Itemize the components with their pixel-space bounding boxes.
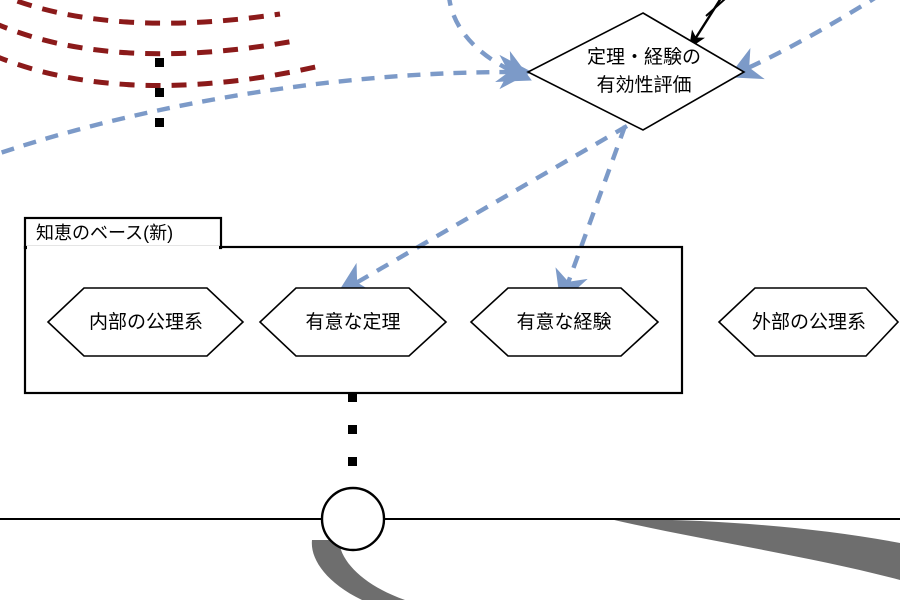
hexagon-internal-axiom-system[interactable]: 内部の公理系 (46, 287, 245, 357)
upper-ellipsis (155, 58, 164, 127)
gray-band-left-tail (311, 540, 405, 600)
hexagon-shape (46, 287, 245, 357)
hexagon-significant-experience[interactable]: 有意な経験 (469, 287, 660, 357)
gray-bands (311, 519, 900, 600)
diamond-label-line1: 定理・経験の (587, 46, 701, 68)
hexagon-external-axiom-system[interactable]: 外部の公理系 (717, 287, 900, 357)
red-arc-4 (0, 55, 321, 88)
hexagon-shape (469, 287, 660, 357)
diamond-label-line2: 有効性評価 (596, 74, 691, 96)
red-arc-3 (0, 22, 301, 57)
red-dashed-arcs (0, 0, 321, 88)
connector-right-curve (728, 0, 876, 80)
connector-left-long-curve (0, 54, 532, 156)
blue-dashed-connectors (0, 0, 876, 304)
circle-shape (320, 486, 386, 552)
group-title-tab-fill (27, 246, 219, 250)
top-right-line-fragment (705, 0, 726, 17)
hexagon-label: 有意な定理 (305, 311, 400, 333)
ellipsis-dot (155, 88, 164, 97)
ellipsis-dot (155, 118, 164, 127)
lower-ellipsis (348, 393, 357, 466)
ellipsis-dot (348, 425, 357, 434)
hexagon-shape (717, 287, 900, 357)
hexagon-label: 外部の公理系 (752, 311, 866, 333)
ellipsis-dot (348, 393, 357, 402)
red-arc-2 (7, 0, 281, 26)
gray-band-right (610, 519, 900, 580)
ellipsis-dot (155, 58, 164, 67)
hexagon-significant-theorem[interactable]: 有意な定理 (258, 287, 448, 357)
hexagon-shape (258, 287, 448, 357)
hexagon-label: 有意な経験 (516, 311, 611, 333)
connector-top-curve (447, 0, 532, 82)
ellipsis-dot (348, 457, 357, 466)
connector-diamond-to-experience (555, 125, 628, 304)
hexagon-label: 内部の公理系 (89, 311, 203, 333)
diamond-shape (526, 12, 746, 131)
connector-black-into-diamond (688, 0, 722, 49)
evaluation-diamond[interactable]: 定理・経験の 有効性評価 (526, 12, 746, 131)
top-fragment-line (705, 0, 726, 17)
connector-diamond-to-theorem (336, 124, 629, 295)
black-solid-connectors (688, 0, 722, 49)
baseline-node-circle[interactable] (320, 486, 386, 552)
group-box-title: 知恵のベース(新) (36, 223, 173, 243)
